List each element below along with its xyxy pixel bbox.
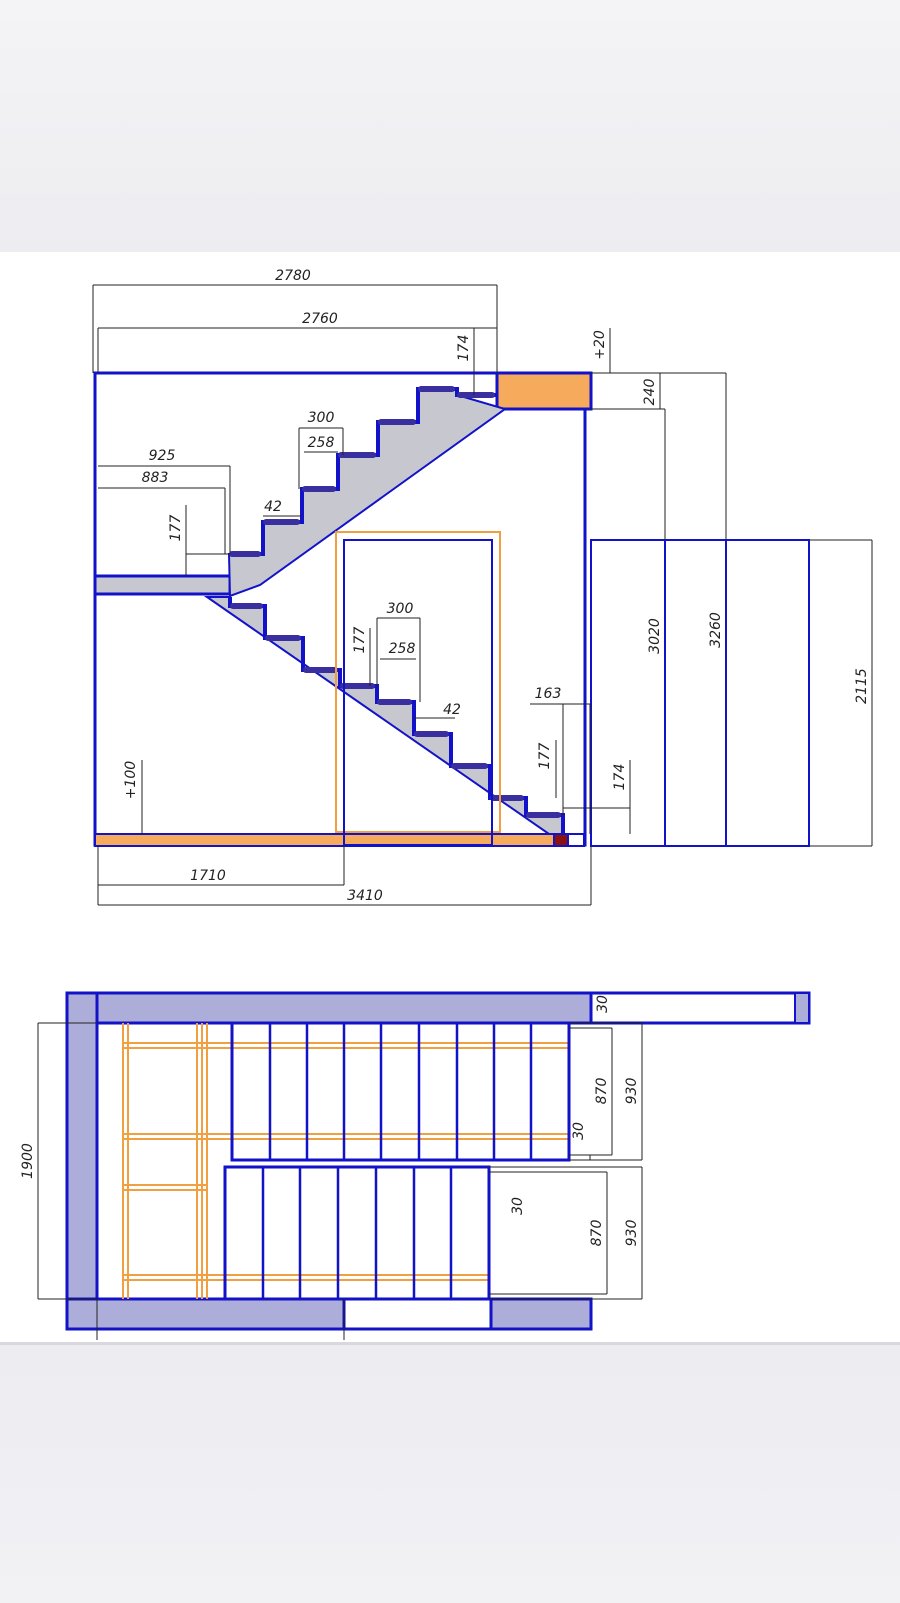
top-margin [0,0,900,252]
elevation-view: 2780 2760 174 +20 240 3020 3260 2115 925… [92,268,873,906]
plan-lower-tread-lines [261,1167,453,1299]
mid-landing [93,574,232,596]
right-wall-block [590,539,810,847]
dim-925: 925 [149,448,176,464]
dim-300-upper: 300 [308,410,335,426]
dim-174-bottom: 174 [612,764,628,791]
plan-lower-flight [223,1165,491,1301]
plan-bottom-wall [65,1297,593,1331]
dim-3020: 3020 [647,618,663,654]
room-outline [93,371,587,847]
plan-top-wall [65,991,593,1025]
plan-left-wall [65,991,99,1331]
dim-42-lower: 42 [443,702,461,718]
dim-300-lower: 300 [387,601,414,617]
dim-3260: 3260 [708,612,724,648]
dim-3410: 3410 [347,888,383,904]
plan-door-opening [342,1297,493,1331]
upper-flight-stringer [227,388,508,598]
dim-883: 883 [142,470,169,486]
floor-gap [567,833,585,847]
dim-1710: 1710 [190,868,226,884]
plan-dim-930-lower: 930 [624,1220,640,1247]
dim-177-bottom: 177 [537,743,553,770]
dim-42-upper: 42 [264,499,282,515]
plan-view: 1900 30 870 930 30 30 870 930 [20,991,811,1340]
dim-258-upper: 258 [308,435,335,451]
dim-163: 163 [535,686,562,702]
dim-240: 240 [642,379,658,406]
upper-slab [495,371,593,411]
plan-dim-870-lower: 870 [589,1220,605,1247]
bottom-margin [0,1342,900,1603]
plan-dim-30-top: 30 [595,995,611,1013]
plan-upper-tread-lines [268,1023,533,1160]
plan-dim-30-lower: 30 [510,1197,526,1215]
dim-2115: 2115 [854,668,870,704]
lower-treads [230,603,561,818]
plan-dim-930-upper: 930 [624,1078,640,1105]
plan-dim-1900: 1900 [20,1143,36,1179]
dim-258-lower: 258 [389,641,416,657]
dim-2780: 2780 [275,268,311,284]
dim-2760: 2760 [302,311,338,327]
plan-dim-870-upper: 870 [594,1078,610,1105]
upper-treads [229,386,495,557]
plan-upper-flight [230,1021,571,1162]
door-frame [343,539,493,846]
dim-top-level: +20 [592,330,608,360]
dim-floor-level: +100 [123,761,139,800]
dim-177-lower: 177 [352,627,368,654]
door-frame-orange [335,531,501,833]
dim-177-landing: 177 [168,515,184,542]
plan-dim-30-mid: 30 [571,1122,587,1140]
floor-post [553,833,569,847]
dim-slab-174: 174 [456,335,472,362]
plan-top-slab [589,991,811,1025]
